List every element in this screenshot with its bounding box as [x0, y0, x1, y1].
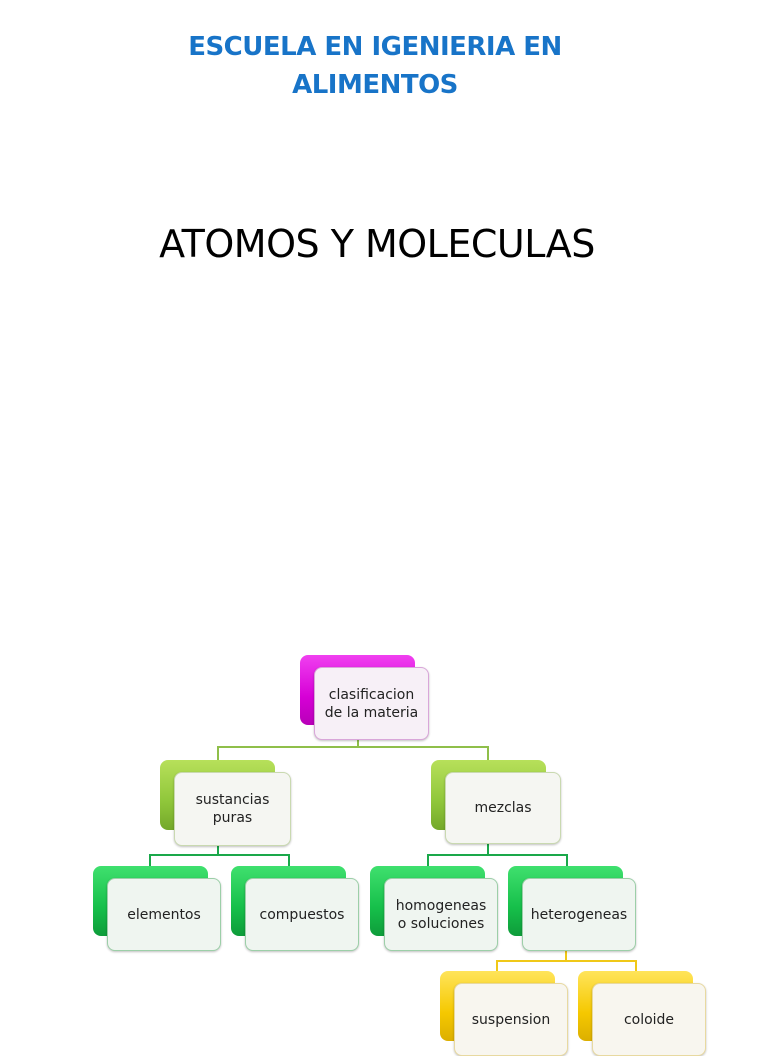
- connector-root-stem: [357, 738, 359, 748]
- node-label-line1: compuestos: [259, 906, 345, 923]
- node-label-box: clasificacion de la materia: [314, 667, 429, 740]
- node-label-line1: clasificacion: [328, 686, 415, 703]
- connector-mezclas-horizontal: [427, 854, 568, 856]
- node-label-box: elementos: [107, 878, 221, 951]
- node-label-box: mezclas: [445, 772, 561, 844]
- connector-elementos-drop: [149, 854, 151, 867]
- connector-compuestos-drop: [288, 854, 290, 867]
- node-label-box: suspension: [454, 983, 568, 1056]
- connector-heterogeneas-stem: [565, 950, 567, 961]
- node-label-box: sustancias puras: [174, 772, 291, 846]
- connector-sustancias-stem: [217, 844, 219, 855]
- connector-suspension-drop: [496, 960, 498, 972]
- page-title: ATOMOS Y MOLECULAS: [159, 222, 595, 266]
- school-title-line2: ALIMENTOS: [292, 70, 458, 100]
- node-label-box: heterogeneas: [522, 878, 636, 951]
- node-label-line2: de la materia: [324, 704, 419, 721]
- node-label-box: homogeneas o soluciones: [384, 878, 498, 951]
- connector-level1-left-drop: [217, 746, 219, 761]
- connector-coloide-drop: [635, 960, 637, 972]
- node-label-line1: sustancias: [195, 792, 270, 808]
- node-label-line2: o soluciones: [397, 915, 485, 932]
- connector-level1-right-drop: [487, 746, 489, 761]
- node-label-line1: suspension: [471, 1011, 551, 1028]
- connector-sustancias-horizontal: [149, 854, 290, 856]
- classification-diagram: clasificacion de la materia sustancias p…: [93, 655, 706, 1056]
- school-title-line1: ESCUELA EN IGENIERIA EN: [188, 32, 562, 62]
- connector-mezclas-stem: [487, 842, 489, 855]
- connector-homogeneas-drop: [427, 854, 429, 867]
- school-title: ESCUELA EN IGENIERIA EN ALIMENTOS: [0, 28, 750, 104]
- connector-heterogeneas-drop: [566, 854, 568, 867]
- node-label-box: coloide: [592, 983, 706, 1056]
- node-label-line1: heterogeneas: [530, 906, 628, 923]
- node-label-line2: puras: [212, 810, 253, 826]
- node-label-box: compuestos: [245, 878, 359, 951]
- connector-level1-horizontal: [217, 746, 489, 748]
- node-label-line1: mezclas: [474, 800, 532, 816]
- node-label-line1: coloide: [623, 1011, 675, 1028]
- node-label-line1: homogeneas: [395, 897, 487, 914]
- connector-level3-horizontal: [496, 960, 637, 962]
- node-label-line1: elementos: [127, 906, 201, 923]
